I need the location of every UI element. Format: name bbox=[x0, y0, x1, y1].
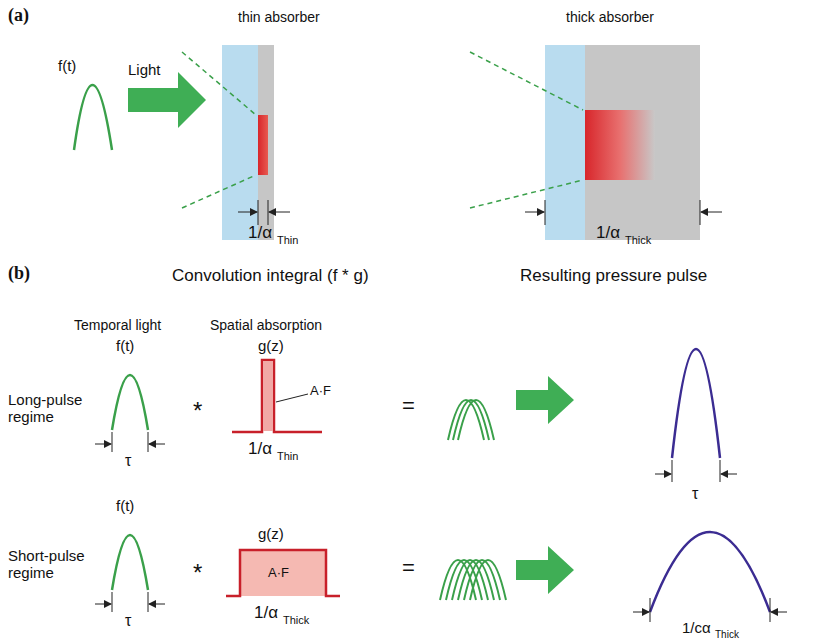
operator: * bbox=[193, 398, 202, 424]
absorbed-region bbox=[585, 110, 655, 180]
dimension: 1/α bbox=[248, 224, 272, 243]
panel-caption: thick absorber bbox=[566, 10, 654, 25]
signal-name: g(z) bbox=[258, 526, 284, 543]
signal-name: g(z) bbox=[258, 338, 284, 355]
annotation: A·F bbox=[268, 566, 289, 580]
dimension-subscript: Thick bbox=[715, 629, 739, 640]
column-heading: Spatial absorption bbox=[210, 318, 322, 333]
dimension: 1/α bbox=[248, 440, 272, 459]
signal-name: f(t) bbox=[116, 498, 134, 515]
row-label: Long-pulse regime bbox=[8, 392, 104, 425]
light-pulse bbox=[74, 85, 112, 150]
thin-absorber bbox=[258, 45, 274, 240]
column-heading: Convolution integral (f * g) bbox=[172, 267, 369, 286]
absorbed-region bbox=[258, 115, 268, 175]
annotation: A·F bbox=[310, 384, 331, 398]
column-heading: Resulting pressure pulse bbox=[520, 267, 707, 286]
operator: * bbox=[193, 560, 202, 586]
panel-caption: thin absorber bbox=[238, 10, 320, 25]
dimension: 1/cα bbox=[682, 620, 711, 637]
panel-letter: (b) bbox=[8, 264, 30, 284]
dimension: τ bbox=[692, 485, 698, 503]
dimension: 1/α bbox=[254, 604, 278, 623]
dimension: 1/α bbox=[596, 224, 620, 243]
operator: = bbox=[402, 394, 415, 418]
dimension-subscript: Thick bbox=[625, 234, 651, 246]
row-label: Short-pulse regime bbox=[8, 548, 104, 581]
dimension-subscript: Thick bbox=[283, 614, 309, 626]
light-arrow bbox=[128, 72, 206, 128]
glass-substrate bbox=[222, 45, 258, 240]
column-heading: Temporal light bbox=[74, 318, 161, 333]
light-label: Light bbox=[128, 62, 161, 79]
signal-name: f(t) bbox=[58, 58, 76, 75]
panel-letter: (a) bbox=[8, 6, 29, 26]
thick-absorber bbox=[585, 45, 700, 240]
dimension-subscript: Thin bbox=[277, 450, 298, 462]
dimension-subscript: Thin bbox=[277, 234, 298, 246]
signal-name: f(t) bbox=[116, 338, 134, 355]
dimension: τ bbox=[125, 612, 131, 630]
dimension: τ bbox=[125, 452, 131, 470]
operator: = bbox=[402, 556, 415, 580]
glass-substrate bbox=[545, 45, 585, 240]
